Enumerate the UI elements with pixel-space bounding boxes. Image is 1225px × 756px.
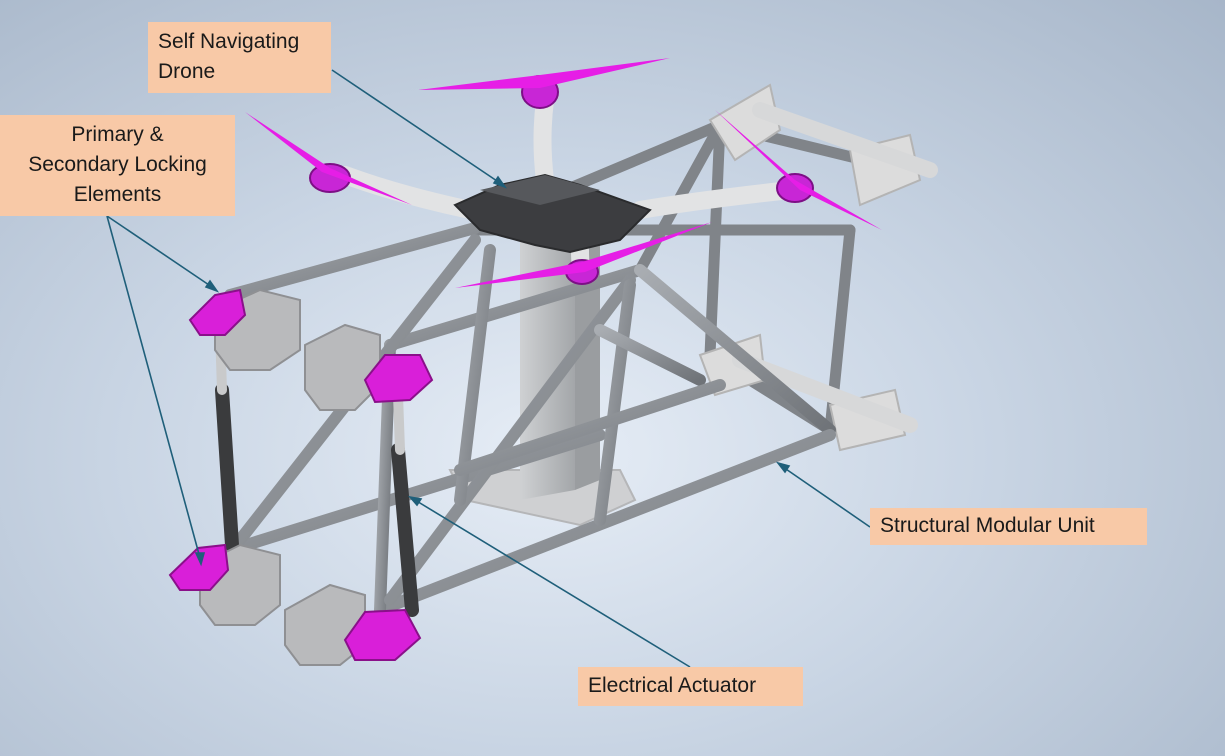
leader-lines [106,69,871,668]
label-electrical-actuator: Electrical Actuator [578,667,803,706]
label-drone-line-1: Self Navigating [158,30,300,53]
label-locking-elements: Primary & Secondary Locking Elements [0,115,235,216]
label-self-navigating-drone: Self Navigating Drone [148,22,331,93]
label-drone-line-2: Drone [158,60,216,83]
label-locking-line-1: Primary & [71,123,164,146]
label-structural-modular-unit: Structural Modular Unit [870,508,1147,545]
label-locking-line-3: Elements [73,183,162,206]
secondary-locking-latches [168,288,434,661]
electrical-actuators [215,325,419,617]
drone-propellers [245,58,882,288]
label-locking-line-2: Secondary Locking [28,153,207,176]
drone-body [453,173,652,254]
